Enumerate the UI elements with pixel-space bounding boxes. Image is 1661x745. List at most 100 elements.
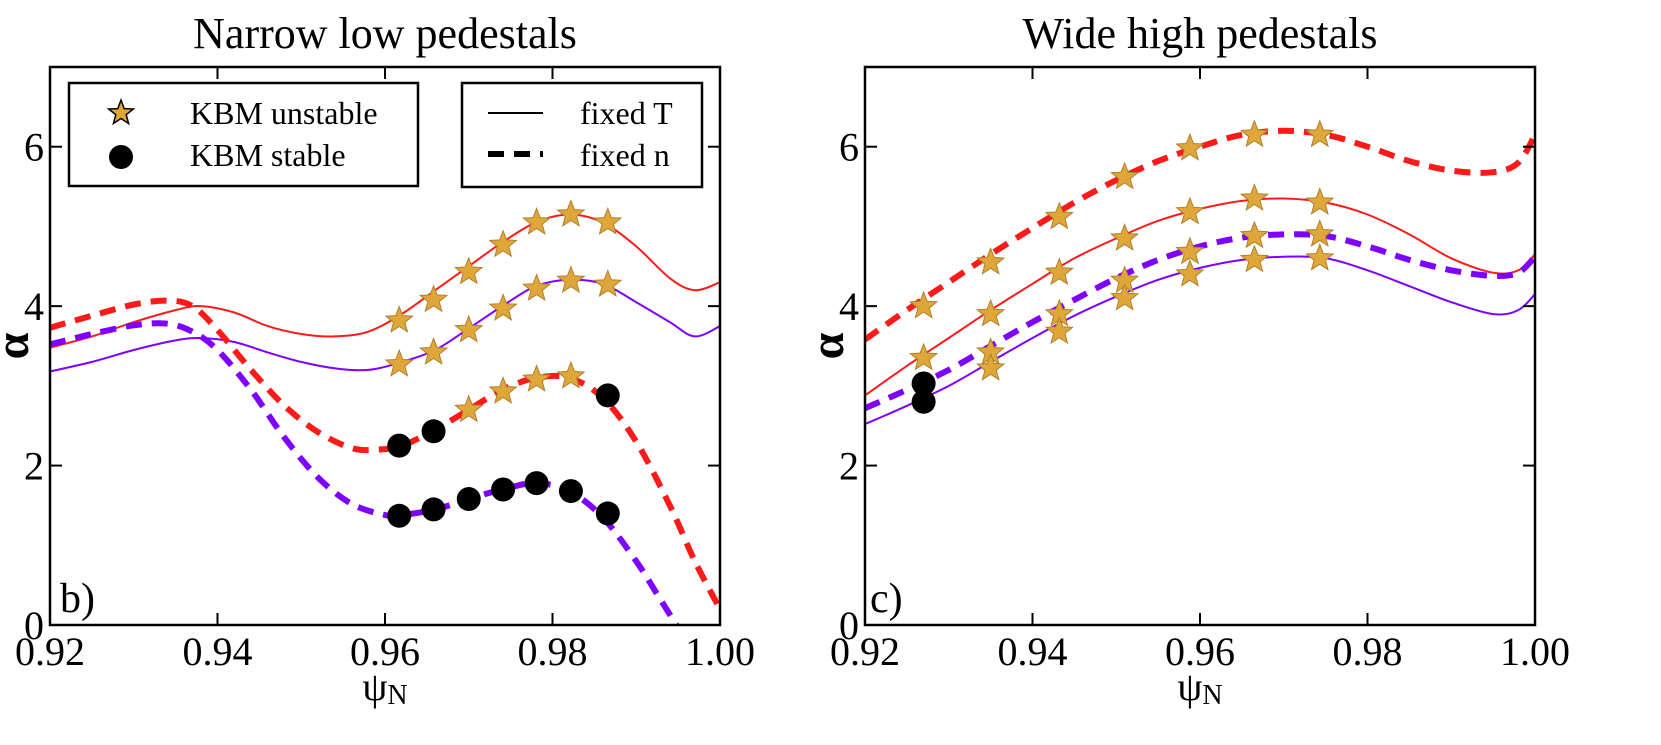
kbm-stable-circle-marker (911, 389, 936, 414)
y-tick-label: 0 (839, 603, 859, 648)
kbm-stable-circle-marker (558, 479, 583, 504)
kbm-unstable-star-marker (1044, 316, 1074, 345)
kbm-stable-circle-marker (456, 487, 481, 512)
kbm-stable-circle-marker (491, 477, 516, 502)
kbm-unstable-star-marker (1239, 244, 1270, 273)
series-line-purple-solid (865, 255, 1535, 426)
kbm-unstable-star-marker (1305, 242, 1335, 271)
x-axis-label: ψN (362, 664, 407, 711)
x-axis-label-subscript: N (387, 680, 407, 711)
x-axis-label-subscript: N (1202, 680, 1222, 711)
data-layer (865, 119, 1535, 426)
legend-kbm: KBM unstable KBM stable (67, 81, 420, 188)
kbm-stable-circle-marker (421, 497, 446, 522)
kbm-unstable-star-marker (975, 246, 1006, 275)
kbm-unstable-star-marker (1175, 236, 1205, 265)
kbm-unstable-star-marker (1305, 219, 1335, 247)
legend-star-icon (106, 97, 136, 126)
kbm-unstable-star-marker (384, 348, 414, 377)
kbm-unstable-star-marker (1239, 183, 1270, 212)
y-axis-label: α (801, 332, 854, 359)
x-tick-label: 1.00 (1500, 629, 1570, 674)
kbm-unstable-star-marker (1175, 258, 1205, 287)
x-tick-label: 0.96 (1165, 629, 1235, 674)
kbm-stable-circle-marker (595, 501, 620, 526)
legend-kbm-stable-label: KBM stable (190, 137, 346, 173)
kbm-unstable-star-marker (908, 342, 939, 371)
kbm-unstable-star-marker (908, 290, 939, 319)
kbm-unstable-star-marker (1305, 119, 1335, 148)
kbm-stable-circle-marker (911, 371, 936, 396)
kbm-unstable-star-marker (1175, 132, 1205, 161)
x-tick-label: 0.98 (518, 629, 588, 674)
kbm-unstable-star-marker (418, 284, 449, 313)
kbm-unstable-star-marker (975, 298, 1006, 327)
x-tick-label: 0.98 (1333, 629, 1403, 674)
kbm-unstable-star-marker (1109, 223, 1140, 251)
x-axis-label: ψN (1177, 664, 1222, 711)
kbm-unstable-star-marker (384, 305, 414, 333)
kbm-unstable-star-marker (1305, 187, 1335, 215)
x-tick-label: 0.96 (350, 629, 420, 674)
kbm-stable-circle-marker (421, 419, 446, 444)
kbm-unstable-star-marker (418, 337, 449, 365)
kbm-unstable-star-marker (1109, 282, 1140, 311)
panel-label: b) (60, 576, 95, 622)
x-axis-label-main: ψ (1177, 664, 1202, 709)
kbm-unstable-star-marker (488, 293, 518, 322)
kbm-stable-circle-marker (595, 383, 620, 408)
chart-panel-narrow-low: Narrow low pedestals 0.92 0.94 0.96 0.98 1.0… (0, 9, 755, 711)
kbm-unstable-star-marker (556, 265, 586, 294)
x-tick-label: 0.94 (183, 629, 253, 674)
y-tick-label: 0 (24, 603, 44, 648)
legend-lines-box (460, 81, 704, 189)
legend-circle-icon (109, 145, 133, 169)
kbm-stable-circle-marker (387, 503, 412, 528)
legend-kbm-unstable-label: KBM unstable (190, 95, 378, 131)
kbm-unstable-star-marker (556, 360, 586, 389)
kbm-unstable-star-marker (593, 207, 623, 235)
kbm-stable-circle-marker (387, 433, 412, 458)
chart-title: Narrow low pedestals (193, 9, 577, 58)
star-icon (106, 97, 136, 126)
x-tick-label: 0.92 (15, 629, 85, 674)
data-layer (50, 199, 720, 625)
series-line-red-dashed (865, 127, 1535, 343)
series-line-purple-dashed (50, 320, 680, 625)
panel-label: c) (870, 576, 903, 622)
y-tick-label: 6 (24, 125, 44, 170)
x-tick-label: 1.00 (685, 629, 755, 674)
y-axis-label: α (0, 332, 39, 359)
y-tick-label: 6 (839, 125, 859, 170)
kbm-unstable-star-marker (454, 394, 484, 423)
series-line-purple-solid (50, 278, 720, 373)
legend-fixed-t-label: fixed T (580, 95, 673, 131)
legend-line-style: fixed T fixed n (460, 81, 704, 189)
series-line-purple-dashed (865, 231, 1535, 411)
kbm-unstable-star-marker (488, 229, 518, 258)
tick-layer: 0.92 0.94 0.96 0.98 1.00 0 2 4 6 (15, 67, 755, 674)
x-axis-label-main: ψ (362, 664, 387, 709)
kbm-unstable-star-marker (521, 206, 552, 235)
kbm-unstable-star-marker (454, 256, 484, 285)
kbm-unstable-star-marker (521, 273, 552, 302)
kbm-unstable-star-marker (1044, 257, 1074, 286)
kbm-unstable-star-marker (1239, 220, 1270, 249)
kbm-unstable-star-marker (454, 314, 484, 343)
y-tick-label: 2 (839, 444, 859, 489)
y-tick-label: 4 (839, 284, 859, 329)
y-tick-label: 2 (24, 444, 44, 489)
kbm-unstable-star-marker (1109, 161, 1140, 190)
y-tick-label: 4 (24, 284, 44, 329)
x-tick-label: 0.92 (830, 629, 900, 674)
kbm-unstable-star-marker (488, 375, 518, 404)
chart-title: Wide high pedestals (1022, 9, 1377, 58)
kbm-unstable-star-marker (975, 352, 1006, 381)
axes-frame (863, 65, 1537, 627)
kbm-unstable-star-marker (1239, 119, 1270, 148)
kbm-unstable-star-marker (556, 199, 586, 227)
kbm-unstable-star-marker (1175, 196, 1205, 225)
